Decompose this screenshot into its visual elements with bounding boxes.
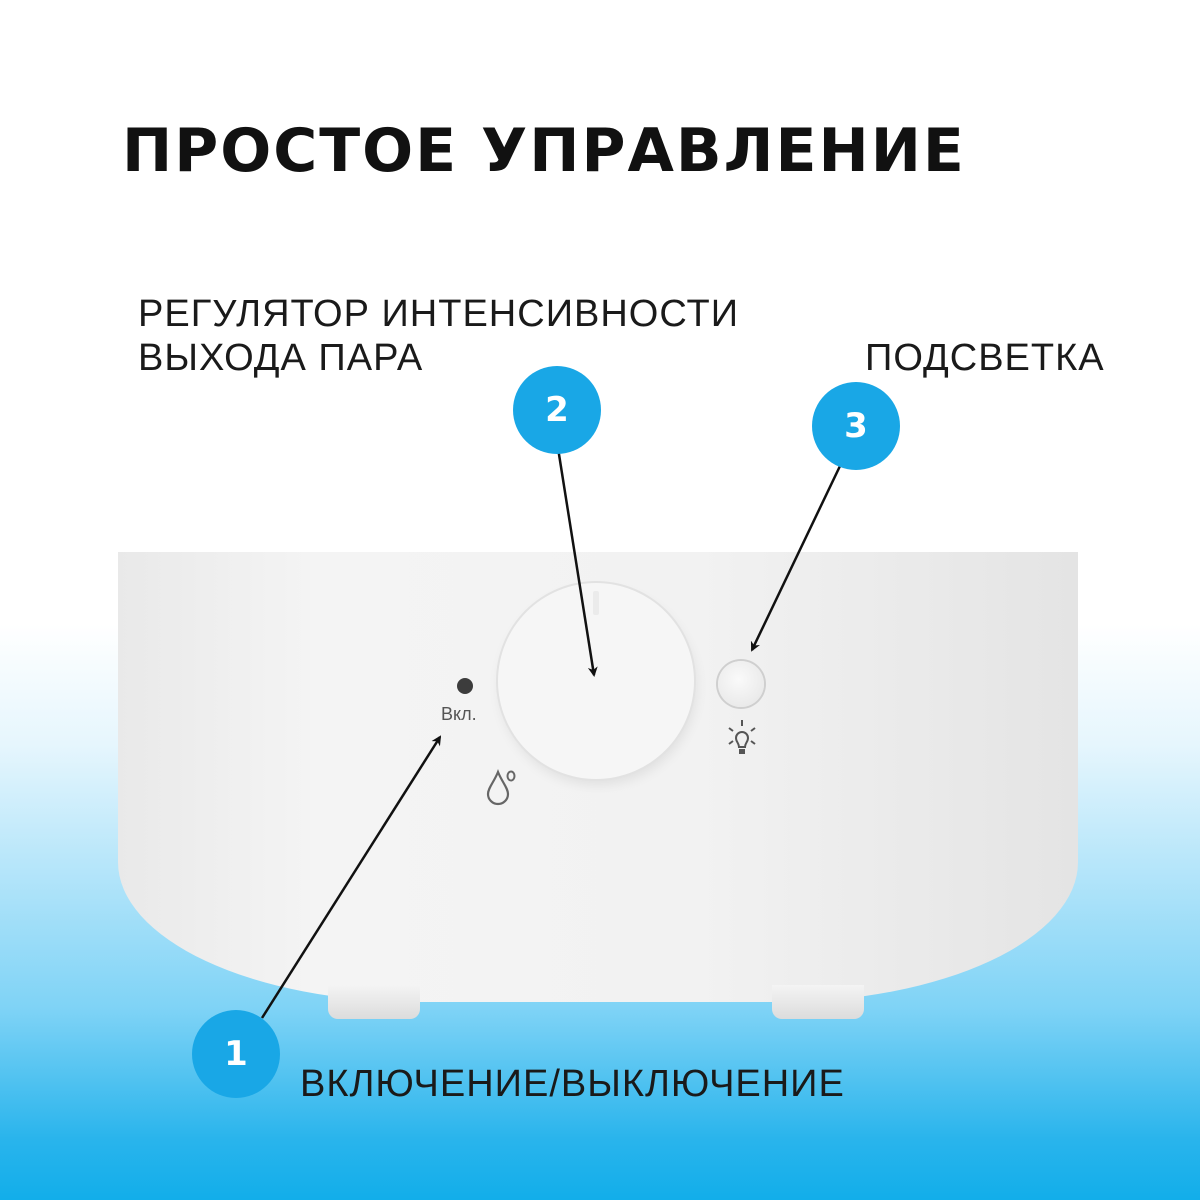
backlight-button[interactable] [718,661,764,707]
light-bulb-icon [728,720,756,754]
callout-badge-1: 1 [192,1010,280,1098]
callout-3-label: ПОДСВЕТКА [865,337,1105,379]
device-foot-left [328,985,420,1019]
steam-intensity-knob[interactable] [498,583,694,779]
page-title: ПРОСТОЕ УПРАВЛЕНИЕ [122,116,966,186]
callout-2-line1: РЕГУЛЯТОР ИНТЕНСИВНОСТИ [138,293,740,335]
callout-badge-2: 2 [513,366,601,454]
power-led [457,678,473,694]
callout-1-label: ВКЛЮЧЕНИЕ/ВЫКЛЮЧЕНИЕ [300,1063,845,1105]
power-label[interactable]: Вкл. [441,704,477,724]
callout-2-line2: ВЫХОДА ПАРА [138,337,424,379]
water-drop-icon [486,769,516,806]
callout-badge-3: 3 [812,382,900,470]
callout-2-label: РЕГУЛЯТОР ИНТЕНСИВНОСТИ ВЫХОДА ПАРА [138,292,739,380]
knob-marker [593,591,599,615]
device-foot-right [772,985,864,1019]
